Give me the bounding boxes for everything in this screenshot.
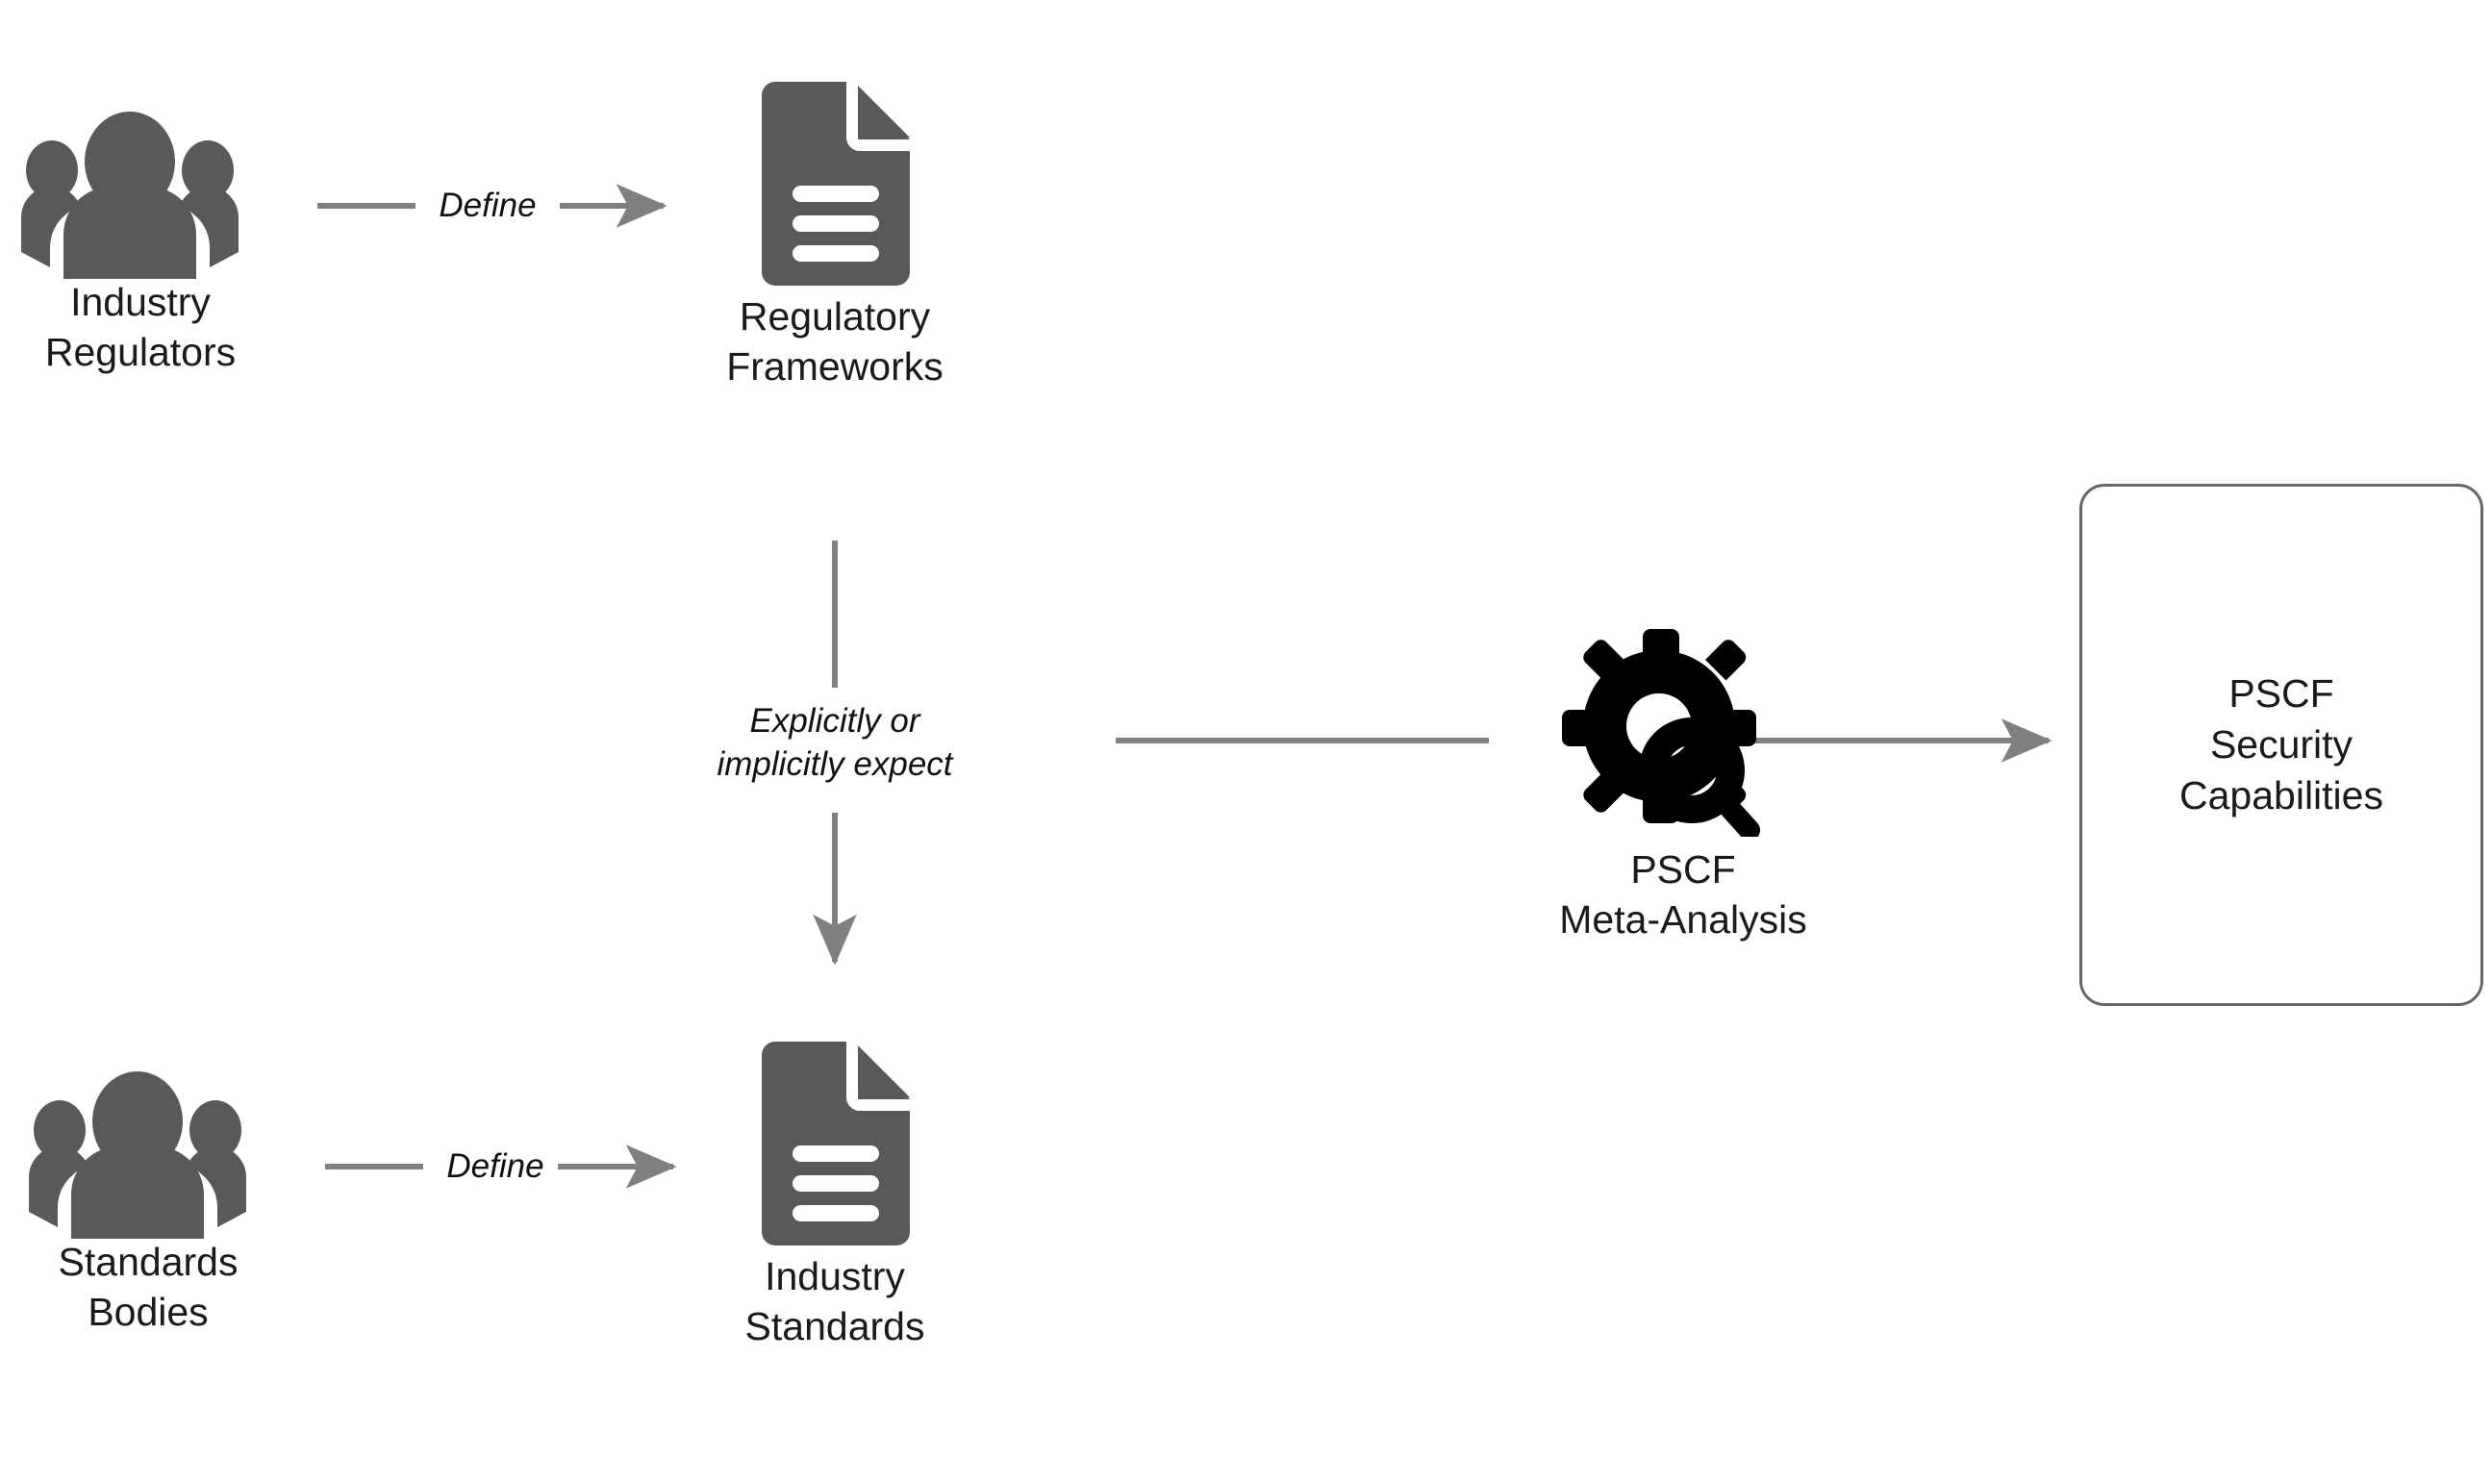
node-label-pscf-security-capabilities: PSCF Security Capabilities — [2179, 670, 2383, 818]
node-label-industry-standards: Industry Standards — [744, 1254, 925, 1349]
node-industry-regulators[interactable]: Industry Regulators — [10, 106, 271, 374]
node-label-industry-regulators: Industry Regulators — [44, 280, 237, 375]
node-label-pscf-meta-analysis: PSCF Meta-Analysis — [1559, 847, 1807, 943]
gear-magnifier-icon — [1558, 625, 1770, 837]
node-pscf-security-capabilities[interactable]: PSCF Security Capabilities — [2079, 484, 2483, 1006]
edge-label-define-bottom: Define — [446, 1147, 544, 1185]
people-group-icon — [10, 106, 271, 279]
node-standards-bodies[interactable]: Standards Bodies — [17, 1066, 279, 1334]
document-lines-icon — [750, 1042, 916, 1245]
people-group-icon — [17, 1066, 279, 1239]
edge-label-explicitly-implicitly-expect: Explicitly or implicitly expect — [717, 702, 953, 783]
node-label-standards-bodies: Standards Bodies — [58, 1240, 239, 1335]
node-pscf-meta-analysis[interactable]: PSCF Meta-Analysis — [1472, 625, 1895, 942]
node-label-regulatory-frameworks: Regulatory Frameworks — [726, 294, 944, 390]
node-regulatory-frameworks[interactable]: Regulatory Frameworks — [692, 82, 977, 389]
document-lines-icon — [750, 82, 916, 286]
edge-label-define-top: Define — [439, 187, 537, 224]
node-industry-standards[interactable]: Industry Standards — [692, 1042, 977, 1348]
